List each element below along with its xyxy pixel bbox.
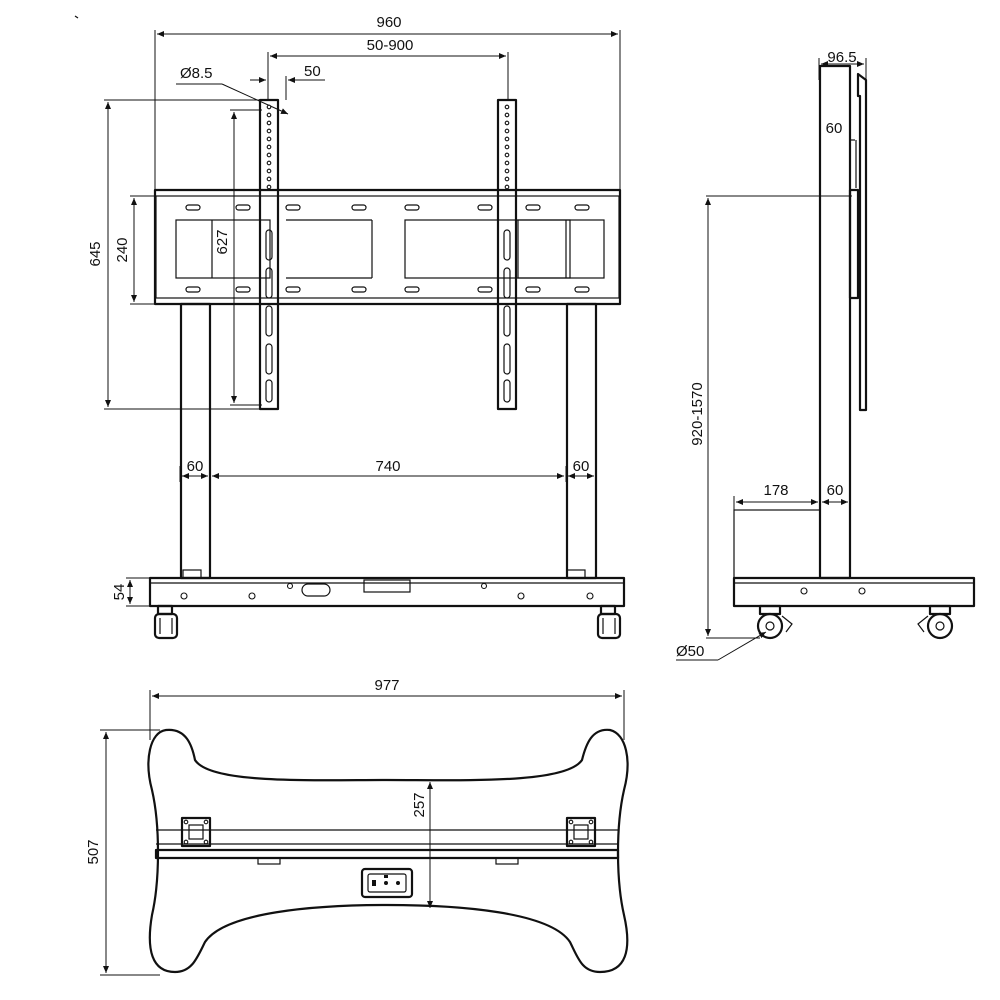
- side-storage-box: [733, 509, 821, 579]
- frame-slots: [185, 204, 590, 293]
- power-socket: [360, 867, 414, 899]
- dim-960: 960: [376, 14, 401, 31]
- dim-rail-width: 50: [304, 63, 321, 80]
- dim-hole-diameter: Ø8.5: [180, 65, 213, 82]
- dim-507: 507: [85, 839, 102, 864]
- top-view: 977 507 257: [85, 677, 629, 976]
- front-caster-right: [596, 604, 622, 640]
- front-caster-left: [153, 604, 179, 640]
- dim-627: 627: [214, 229, 231, 254]
- dim-645: 645: [87, 241, 104, 266]
- dim-178: 178: [763, 482, 788, 499]
- dim-column-left: 60: [187, 458, 204, 475]
- left-foot-plate: [180, 816, 212, 848]
- dim-side-depth: 96.5: [827, 49, 856, 66]
- left-rail: [258, 98, 280, 411]
- right-foot-plate: [565, 816, 597, 848]
- dim-240: 240: [114, 237, 131, 262]
- right-column: [565, 302, 598, 580]
- mounting-frame: [153, 188, 622, 306]
- front-view: 960 50-900 Ø8.5 50 645 240 627 60 740 60…: [87, 14, 626, 640]
- base-outline: [147, 728, 629, 974]
- side-base: [732, 576, 976, 608]
- side-view: 96.5 60 920-1570 178 60 Ø50: [676, 49, 976, 661]
- side-column: [818, 64, 852, 580]
- dim-50-900: 50-900: [367, 37, 414, 54]
- dim-column-right: 60: [573, 458, 590, 475]
- dim-54: 54: [111, 584, 128, 601]
- side-caster-left: [756, 604, 793, 640]
- caster-leader-line: [717, 631, 767, 661]
- stray-mark: [74, 15, 79, 19]
- top-crossbar: [154, 829, 620, 865]
- right-rail: [496, 98, 518, 411]
- dim-740: 740: [375, 458, 400, 475]
- side-bracket: [848, 72, 868, 412]
- dim-side-column: 60: [827, 482, 844, 499]
- dim-257: 257: [411, 792, 428, 817]
- front-base: [148, 569, 626, 608]
- dim-caster-diameter: Ø50: [676, 643, 704, 660]
- left-column: [179, 302, 212, 580]
- dim-height-range: 920-1570: [689, 382, 706, 445]
- side-caster-right: [917, 604, 954, 640]
- dim-side-plate: 60: [826, 120, 843, 137]
- dim-977: 977: [374, 677, 399, 694]
